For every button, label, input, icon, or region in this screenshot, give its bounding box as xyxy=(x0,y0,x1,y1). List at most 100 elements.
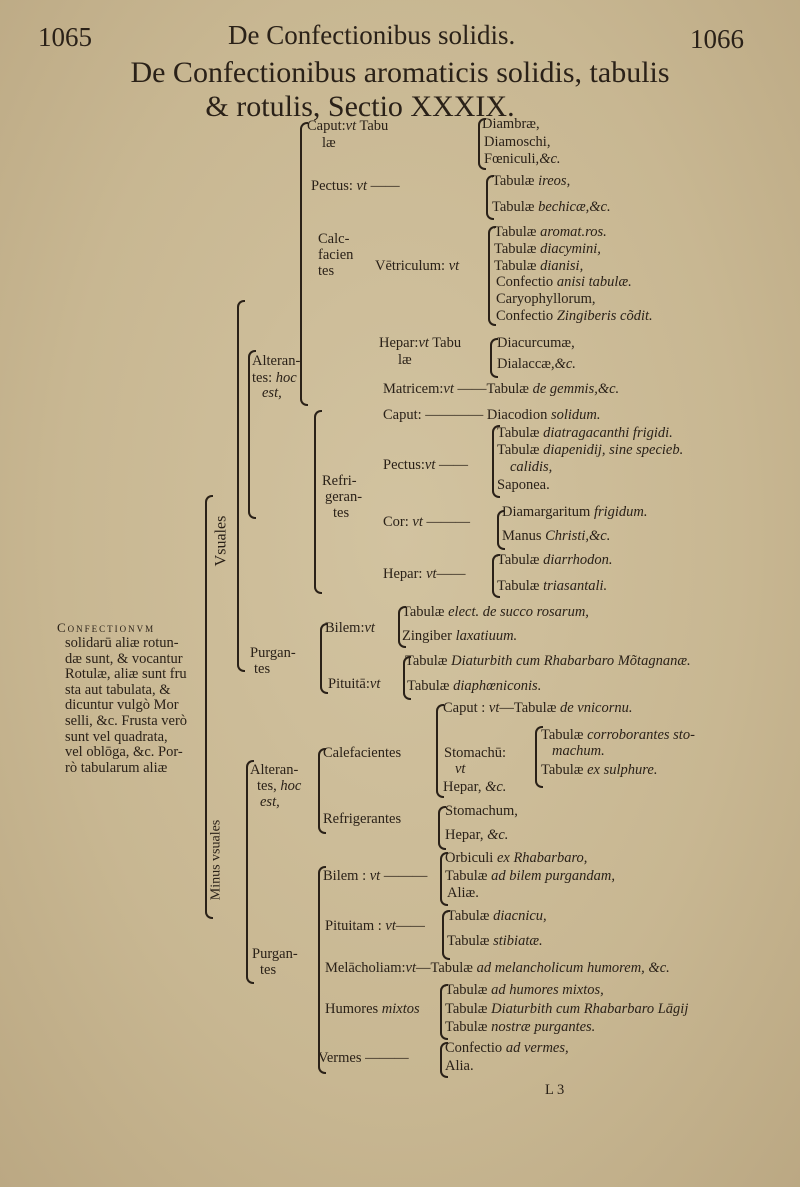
entry-italic-text: ex Rhabarbaro, xyxy=(496,850,588,866)
entry-italic-text: triasantali. xyxy=(543,578,608,594)
entry-text: Stomachū: xyxy=(444,745,507,761)
entry-text: Alteran- xyxy=(252,353,301,369)
diagram-entry: tes xyxy=(318,263,334,279)
brace-bracket xyxy=(237,300,245,672)
entry-text: Tabulæ xyxy=(497,425,544,441)
diagram-entry: Alteran- xyxy=(250,762,298,778)
entry-text: Calc- xyxy=(318,231,350,247)
entry-italic-text: stibiatæ. xyxy=(493,933,543,949)
diagram-entry: Purgan- xyxy=(250,645,296,661)
entry-text: Pituitam : xyxy=(325,918,386,934)
diagram-entry: Cor: vt ——— xyxy=(383,514,470,530)
diagram-entry: Tabulæ Diaturbith cum Rhabarbaro Mõtagna… xyxy=(405,653,691,669)
diagram-entry: Pectus: vt —— xyxy=(311,178,400,194)
entry-italic-text: hoc xyxy=(280,778,302,794)
entry-italic-text: ireos, xyxy=(538,173,571,189)
diagram-entry: Tabulæ diacnicu, xyxy=(447,908,547,924)
entry-italic-text: Diaturbith cum Rhabarbaro Mõtagnanæ. xyxy=(451,653,691,669)
diagram-entry: Tabulæ bechicæ,&c. xyxy=(492,199,611,215)
note-line: vel oblōga, &c. Por- xyxy=(65,744,183,761)
entry-italic-text: vt xyxy=(448,258,460,274)
diagram-entry: Tabulæ stibiatæ. xyxy=(447,933,543,949)
entry-italic-text: diatragacanthi frigidi. xyxy=(543,425,673,441)
brace-bracket xyxy=(490,338,498,378)
note-heading: Confectionvm xyxy=(57,620,156,635)
entry-italic-text: diarrhodon. xyxy=(543,552,613,568)
entry-italic-text: vt xyxy=(405,960,416,976)
label-usual: Vsuales xyxy=(212,515,230,567)
entry-text: Pectus: xyxy=(311,178,357,194)
diagram-entry: Tabulæ aromat.ros. xyxy=(494,224,607,240)
entry-italic-text: laxatiuum. xyxy=(455,628,518,644)
entry-text: Tabulæ xyxy=(494,224,541,240)
entry-text: Tabulæ xyxy=(447,908,494,924)
signature-mark: L 3 xyxy=(545,1082,565,1098)
diagram-entry: læ xyxy=(398,352,412,368)
entry-italic-text: vt xyxy=(412,514,423,530)
diagram-entry: tes xyxy=(254,661,270,677)
entry-text: Alia. xyxy=(445,1058,474,1074)
entry-text: tes xyxy=(333,505,350,521)
entry-italic-text: vt xyxy=(345,118,357,134)
entry-italic-text: vt xyxy=(369,868,381,884)
entry-text: Dialaccæ, xyxy=(497,356,555,372)
diagram-entry: vt xyxy=(455,761,465,777)
brace-bracket xyxy=(478,118,486,170)
entry-text: Pituitā: xyxy=(328,676,370,692)
diagram-entry: Humores mixtos xyxy=(325,1001,420,1017)
diagram-entry: Alia. xyxy=(445,1058,474,1074)
diagram-entry: Tabulæ Diaturbith cum Rhabarbaro Lāgij xyxy=(445,1001,688,1017)
diagram-entry: Tabulæ ad humores mixtos, xyxy=(445,982,604,998)
entry-text: læ xyxy=(398,352,412,368)
brace-bracket xyxy=(320,623,328,694)
diagram-entry: Orbiculi ex Rhabarbaro, xyxy=(445,850,587,866)
diagram-entry: Tabulæ ad bilem purgandam, xyxy=(445,868,615,884)
entry-italic-text: vt xyxy=(385,918,396,934)
diagram-entry: Tabulæ nostræ purgantes. xyxy=(445,1019,595,1035)
entry-italic-text: machum. xyxy=(552,743,605,759)
entry-italic-text: aromat.ros. xyxy=(540,224,607,240)
entry-text: geran- xyxy=(325,489,363,505)
entry-text: —— xyxy=(435,457,468,473)
entry-text: Tabulæ xyxy=(541,762,588,778)
entry-italic-text: de vnicornu. xyxy=(560,700,633,716)
entry-italic-text: solidum. xyxy=(550,407,601,423)
entry-text: Saponea. xyxy=(497,477,550,493)
entry-text: Diamargaritum xyxy=(502,504,594,520)
diagram-entry: Manus Christi,&c. xyxy=(502,528,610,544)
entry-italic-text: vt xyxy=(356,178,367,194)
entry-italic-text: ex sulphure. xyxy=(587,762,658,778)
diagram-entry: Bilem:vt xyxy=(325,620,375,636)
diagram-entry: Caryophyllorum, xyxy=(496,291,595,307)
entry-text: Zingiber xyxy=(402,628,456,644)
entry-text: Tabulæ xyxy=(497,442,544,458)
diagram-entry: est, xyxy=(262,385,282,401)
diagram-entry: Hepar, &c. xyxy=(445,827,508,843)
page-number-left: 1065 xyxy=(38,22,92,52)
note-line: sta aut tabulata, & xyxy=(65,681,171,698)
entry-text: Fœniculi, xyxy=(484,151,540,167)
entry-text: tes xyxy=(260,962,277,978)
entry-italic-text: &c. xyxy=(487,827,509,843)
entry-text: Tabu xyxy=(356,118,389,134)
entry-italic-text: vt xyxy=(488,700,500,716)
entry-italic-text: vt xyxy=(424,457,436,473)
brace-bracket xyxy=(442,910,450,960)
entry-text: Tabulæ xyxy=(445,982,492,998)
entry-text: Matricem: xyxy=(383,381,444,397)
entry-text: tes xyxy=(318,263,335,279)
entry-text: Manus xyxy=(502,528,546,544)
diagram-entry: Aliæ. xyxy=(447,885,479,901)
entry-text: tes: xyxy=(252,370,276,386)
entry-text: Confectio xyxy=(496,274,557,290)
entry-text: Vermes ——— xyxy=(318,1050,409,1066)
note-line: dicuntur vulgò Mor xyxy=(65,697,179,714)
entry-italic-text: diacnicu, xyxy=(493,908,547,924)
entry-text: ——Tabulæ xyxy=(453,381,533,397)
diagram-entry: Vermes ——— xyxy=(318,1050,409,1066)
diagram-entry: tes xyxy=(333,505,349,521)
diagram-entry: Hepar, &c. xyxy=(443,779,506,795)
running-title: De Confectionibus solidis. xyxy=(228,20,516,50)
diagram-entry: Tabulæ elect. de succo rosarum, xyxy=(402,604,589,620)
brace-bracket xyxy=(248,350,256,519)
